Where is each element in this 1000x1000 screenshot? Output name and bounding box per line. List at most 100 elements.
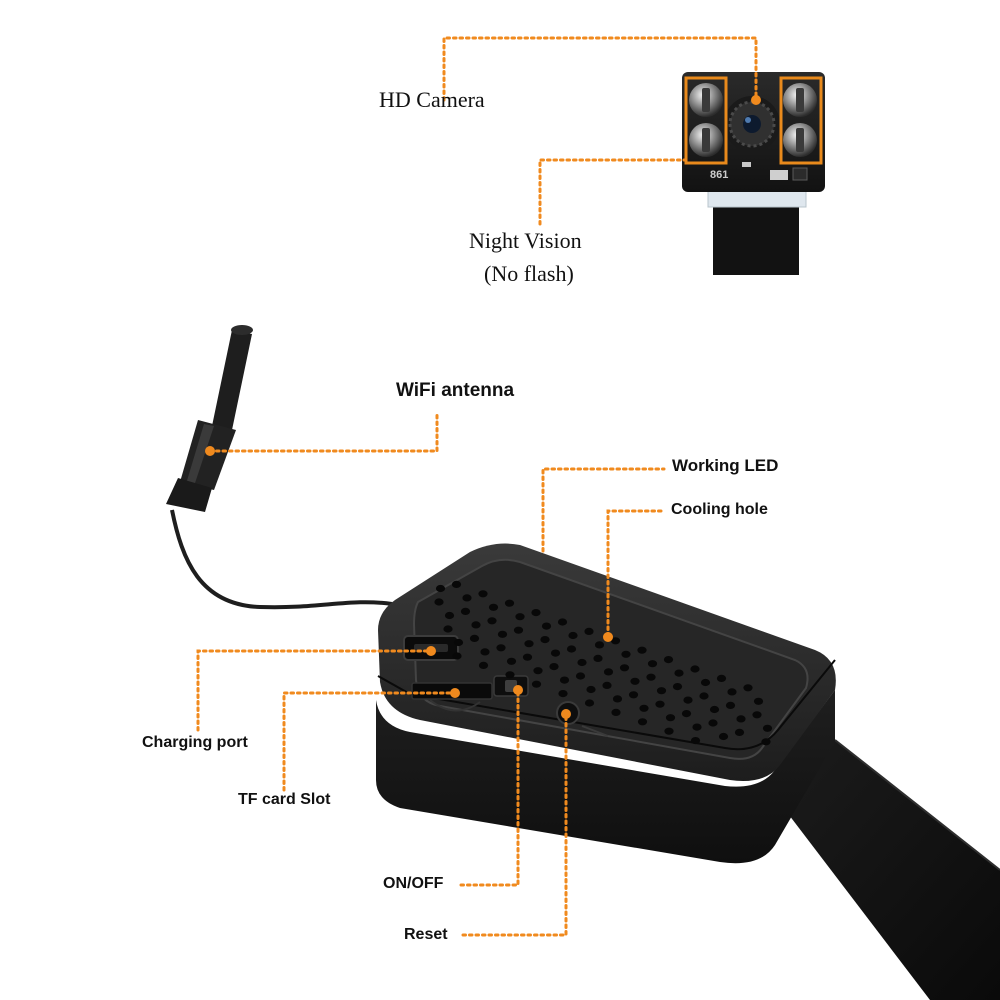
- device-body: [376, 543, 836, 864]
- cooling-hole: [575, 672, 586, 680]
- cooling-hole: [736, 715, 746, 723]
- night-vision-highlight-right: [779, 76, 823, 165]
- cooling-hole: [559, 676, 570, 684]
- label-tf-card-slot: TF card Slot: [238, 791, 331, 808]
- cooling-hole: [699, 692, 709, 700]
- cooling-hole: [637, 646, 647, 654]
- cooling-hole: [513, 626, 524, 634]
- cooling-hole: [557, 618, 568, 626]
- label-cooling-hole: Cooling hole: [671, 501, 768, 518]
- night-vision-highlight-left: [684, 76, 728, 165]
- label-wifi-antenna: WiFi antenna: [396, 380, 515, 401]
- cooling-hole: [637, 718, 648, 726]
- leader-tf-card: [282, 691, 457, 792]
- cooling-hole: [443, 625, 453, 633]
- cooling-hole: [709, 705, 720, 714]
- cooling-hole: [700, 678, 711, 687]
- cooling-hole: [504, 599, 515, 607]
- cooling-hole: [708, 719, 718, 727]
- cooling-hole: [752, 711, 762, 719]
- cooling-hole: [568, 631, 578, 640]
- cooling-hole: [683, 696, 693, 704]
- cooling-hole: [480, 648, 490, 656]
- label-night-vision-note: (No flash): [484, 261, 574, 286]
- cooling-hole: [665, 714, 676, 722]
- cooling-hole: [524, 640, 534, 648]
- leader-cooling-hole: [606, 509, 666, 638]
- cooling-hole: [761, 738, 771, 746]
- cooling-hole: [672, 683, 683, 691]
- cooling-hole: [725, 701, 736, 710]
- cooling-hole: [612, 695, 623, 703]
- cooling-hole: [444, 611, 455, 620]
- cooling-hole: [497, 630, 508, 638]
- cooling-hole: [540, 636, 550, 644]
- leader-hd-camera: [442, 36, 758, 102]
- cooling-hole: [628, 691, 639, 699]
- cooling-hole-grid: [434, 580, 773, 746]
- cooling-hole: [488, 603, 499, 611]
- cooling-hole: [487, 617, 497, 625]
- cooling-hole: [619, 664, 630, 672]
- cooling-hole: [452, 652, 462, 660]
- leader-wifi-antenna: [208, 411, 439, 453]
- leader-reset: [461, 712, 568, 937]
- label-reset: Reset: [404, 926, 448, 943]
- cooling-hole: [533, 667, 543, 675]
- cooling-hole: [753, 697, 764, 705]
- cooling-hole: [690, 737, 701, 745]
- leader-lines: [196, 36, 758, 937]
- cooling-hole: [549, 663, 559, 671]
- cooling-hole: [743, 684, 753, 692]
- cooling-hole: [462, 594, 472, 602]
- cooling-hole: [716, 674, 727, 683]
- cooling-hole: [690, 665, 700, 673]
- cooling-hole: [718, 732, 729, 741]
- cooling-hole: [586, 685, 596, 694]
- cooling-hole: [496, 644, 506, 652]
- cooling-hole: [435, 584, 446, 593]
- wifi-antenna-body: [166, 325, 253, 512]
- ir-led-group-left: [689, 83, 723, 157]
- cooling-hole: [566, 645, 577, 653]
- cooling-hole: [506, 657, 517, 665]
- cooling-hole: [647, 660, 658, 668]
- cooling-hole: [584, 627, 594, 636]
- cooling-hole: [451, 580, 462, 589]
- cooling-hole: [646, 673, 656, 681]
- leader-night-vision: [538, 158, 687, 226]
- cooling-hole: [727, 688, 737, 696]
- leader-on-off: [459, 688, 520, 887]
- cooling-hole: [762, 724, 773, 732]
- cooling-hole: [522, 653, 533, 661]
- cooling-hole: [550, 649, 561, 657]
- cooling-hole: [621, 650, 631, 658]
- cooling-hole: [460, 607, 471, 616]
- cooling-hole: [469, 634, 480, 643]
- cooling-hole: [664, 727, 674, 735]
- cooling-hole: [471, 621, 481, 629]
- label-charging-port: Charging port: [142, 734, 248, 751]
- cooling-hole: [593, 654, 603, 663]
- cooling-hole: [602, 681, 612, 690]
- cooling-hole: [610, 637, 621, 645]
- cooling-hole: [656, 687, 667, 695]
- cooling-hole: [734, 728, 745, 737]
- cooling-hole: [674, 669, 684, 677]
- cooling-hole: [531, 680, 542, 688]
- cooling-hole: [515, 613, 525, 621]
- cooling-hole: [655, 700, 665, 708]
- cooling-hole: [681, 710, 692, 718]
- cooling-hole: [584, 699, 595, 707]
- camera-board-marking: 861: [710, 169, 728, 181]
- cooling-hole: [453, 638, 464, 647]
- cooling-hole: [505, 671, 515, 679]
- antenna-cable: [170, 509, 393, 610]
- leader-working-led: [541, 467, 666, 553]
- label-working-led: Working LED: [672, 456, 779, 475]
- label-hd-camera: HD Camera: [379, 87, 485, 112]
- cooling-hole: [531, 609, 541, 617]
- cooling-hole: [692, 723, 702, 731]
- camera-ribbon: [713, 206, 799, 275]
